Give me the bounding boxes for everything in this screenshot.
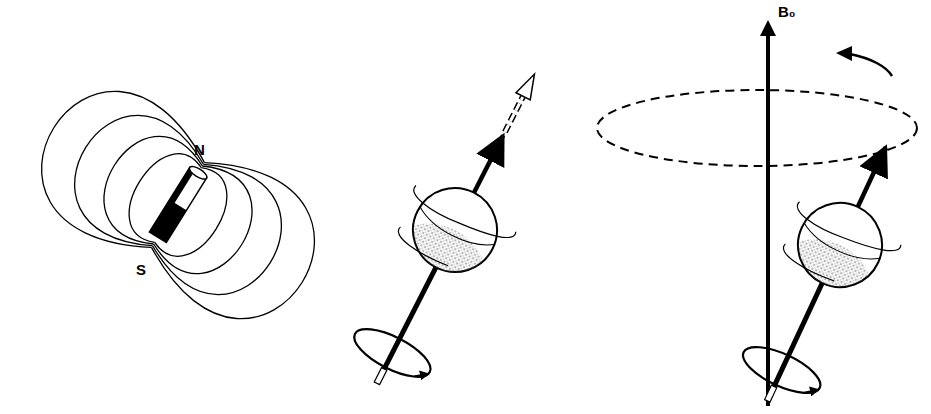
- b0-field-axis: [597, 20, 917, 406]
- bar-magnet: [15, 65, 341, 344]
- precessing-nucleus: [717, 124, 931, 414]
- pole-label: N: [194, 142, 205, 157]
- spinning-nucleus: [327, 49, 584, 409]
- pole-label: S: [136, 262, 146, 277]
- field-label: B₀: [778, 4, 796, 19]
